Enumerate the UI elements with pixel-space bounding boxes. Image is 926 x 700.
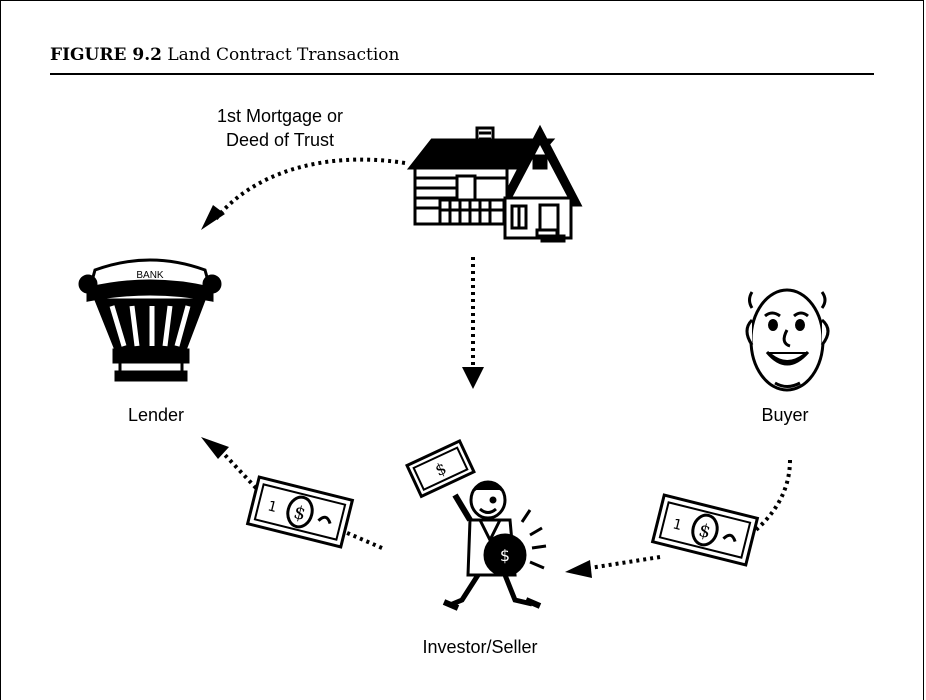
arrow-house-to-lender: [213, 157, 406, 222]
arrowhead-investor-to-lender: [201, 437, 229, 459]
arrowhead-house-to-lender: [201, 205, 225, 230]
figure-title: FIGURE 9.2 Land Contract Transaction: [50, 45, 399, 65]
mortgage-label-line1: 1st Mortgage or: [216, 106, 344, 126]
svg-text:1: 1: [671, 516, 684, 534]
svg-text:$: $: [500, 546, 510, 565]
money-bill-icon: $ 1: [245, 475, 355, 549]
arrow-investor-to-lender: [344, 530, 383, 550]
bank-icon: [78, 258, 222, 382]
buyer-label: Buyer: [761, 405, 809, 425]
house-icon: [406, 124, 583, 243]
arrowhead-buyer-to-investor: [565, 560, 592, 578]
buyer-face-icon: [745, 288, 830, 392]
arrow-buyer-to-investor-lower: [589, 555, 661, 570]
money-bill-icon: $ 1: [650, 493, 760, 567]
bank-sign-text: BANK: [136, 270, 164, 281]
figure-number: FIGURE 9.2: [50, 45, 162, 65]
arrowhead-house-to-investor: [462, 367, 484, 389]
figure-caption: Land Contract Transaction: [167, 45, 400, 65]
lender-label: Lender: [127, 405, 185, 425]
investor-icon: $ $: [405, 439, 547, 611]
svg-text:1: 1: [266, 498, 279, 516]
arrow-buyer-to-investor-upper: [748, 459, 792, 537]
arrow-investor-to-lender-upper: [223, 453, 258, 490]
investor-seller-label: Investor/Seller: [422, 637, 538, 657]
mortgage-label-line2: Deed of Trust: [225, 130, 335, 150]
title-rule: [50, 73, 874, 75]
svg-text:$: $: [292, 502, 308, 525]
mortgage-label: 1st Mortgage or Deed of Trust: [170, 104, 390, 152]
svg-text:$: $: [697, 520, 713, 543]
diagram-canvas: BANK $ 1 $ 1: [78, 124, 830, 611]
